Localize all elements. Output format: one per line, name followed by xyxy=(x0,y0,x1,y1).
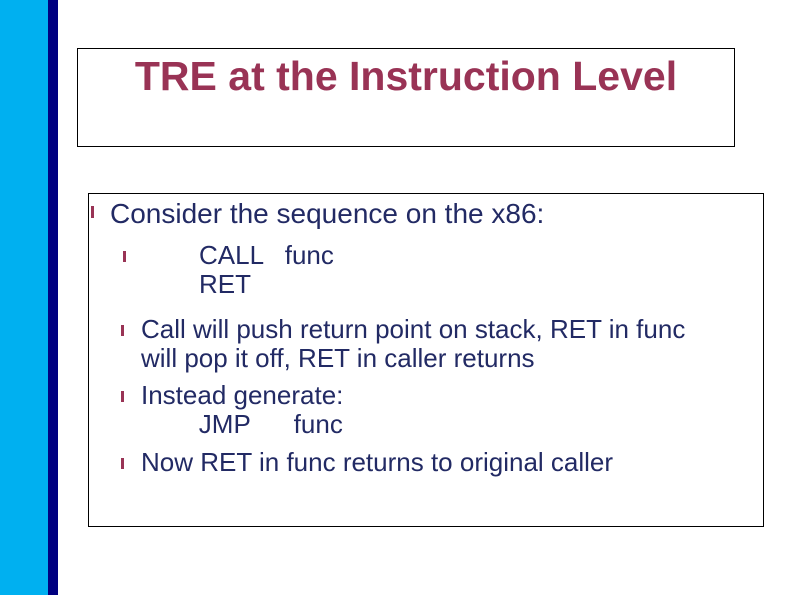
bullet-text-call-explain: Call will push return point on stack, RE… xyxy=(141,314,686,373)
bullet-item-now-ret: Now RET in func returns to original call… xyxy=(89,448,613,477)
bullet-item-consider: Consider the sequence on the x86: xyxy=(89,198,544,230)
content-box: Consider the sequence on the x86: CALL f… xyxy=(88,193,764,527)
bullet-tick-icon xyxy=(91,206,94,218)
title-box: TRE at the Instruction Level xyxy=(77,48,735,147)
bullet-text-consider: Consider the sequence on the x86: xyxy=(110,198,545,229)
slide-title: TRE at the Instruction Level xyxy=(134,53,678,99)
bullet-text-now-ret: Now RET in func returns to original call… xyxy=(141,447,614,477)
sub-bullet-tick-icon xyxy=(123,251,126,262)
bullet-item-code-call-ret: CALL func RET xyxy=(89,241,334,299)
bullet-text-instead-generate: Instead generate: JMP func xyxy=(141,380,344,439)
bullet-item-instead-generate: Instead generate: JMP func xyxy=(89,381,343,439)
bullet-item-call-explain: Call will push return point on stack, RE… xyxy=(89,315,685,373)
sub-bullet-tick-icon xyxy=(121,391,124,402)
left-accent-bar xyxy=(0,0,48,595)
sub-bullet-tick-icon xyxy=(121,458,124,469)
left-navy-strip xyxy=(48,0,58,595)
sub-bullet-tick-icon xyxy=(121,325,124,336)
bullet-text-code-call-ret: CALL func RET xyxy=(199,240,334,299)
